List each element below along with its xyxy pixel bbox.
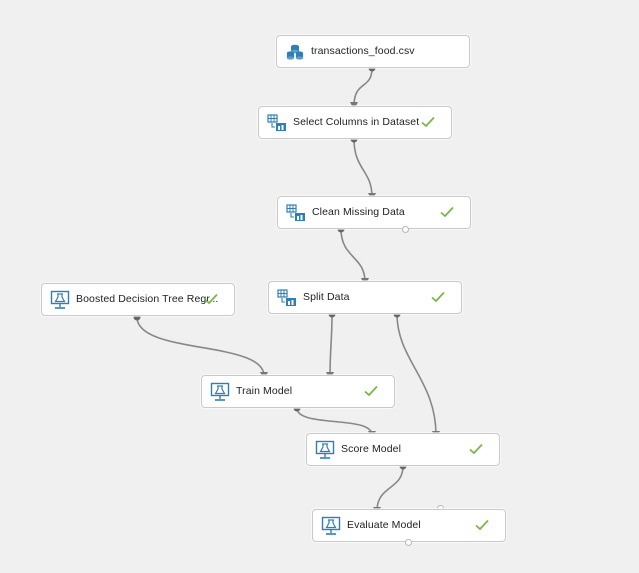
module-evaluate-model[interactable]: Evaluate Model bbox=[312, 509, 506, 542]
connection-line bbox=[136, 316, 268, 380]
module-label: Split Data bbox=[303, 291, 350, 303]
module-label: Boosted Decision Tree Regr... bbox=[76, 293, 219, 305]
module-label: Train Model bbox=[236, 385, 293, 397]
module-label: Evaluate Model bbox=[347, 519, 421, 531]
output-port-unconnected[interactable] bbox=[405, 539, 412, 546]
module-boosted-decision-tree[interactable]: Boosted Decision Tree Regr... bbox=[41, 283, 235, 316]
connection-line bbox=[353, 138, 376, 201]
module-label: Select Columns in Dataset bbox=[293, 116, 420, 128]
completed-check-icon bbox=[440, 206, 454, 218]
completed-check-icon bbox=[475, 519, 489, 531]
model-monitor-icon bbox=[50, 290, 70, 309]
module-label: Clean Missing Data bbox=[312, 206, 405, 218]
connection-line bbox=[326, 313, 335, 380]
model-monitor-icon bbox=[210, 382, 230, 401]
connection-line bbox=[373, 465, 404, 515]
completed-check-icon bbox=[431, 291, 445, 303]
connection-line bbox=[340, 228, 369, 286]
completed-check-icon bbox=[421, 116, 435, 128]
completed-check-icon bbox=[469, 443, 483, 455]
module-label: Score Model bbox=[341, 443, 402, 455]
completed-check-icon bbox=[364, 385, 378, 397]
module-select-columns[interactable]: Select Columns in Dataset bbox=[258, 106, 452, 139]
model-monitor-icon bbox=[315, 440, 335, 459]
completed-check-icon bbox=[204, 293, 218, 305]
connection-line bbox=[396, 313, 440, 439]
module-transactions-food[interactable]: transactions_food.csv bbox=[276, 35, 470, 68]
table-transform-icon bbox=[277, 289, 296, 306]
table-transform-icon bbox=[286, 204, 305, 221]
model-monitor-icon bbox=[321, 516, 341, 535]
module-clean-missing-data[interactable]: Clean Missing Data bbox=[277, 196, 471, 229]
table-transform-icon bbox=[267, 114, 286, 131]
module-split-data[interactable]: Split Data bbox=[268, 281, 462, 314]
connection-line bbox=[350, 67, 373, 110]
module-label: transactions_food.csv bbox=[311, 45, 415, 57]
dataset-icon bbox=[286, 44, 304, 60]
output-port-unconnected[interactable] bbox=[402, 226, 409, 233]
connection-line bbox=[296, 407, 376, 439]
module-score-model[interactable]: Score Model bbox=[306, 433, 500, 466]
module-train-model[interactable]: Train Model bbox=[201, 375, 395, 408]
